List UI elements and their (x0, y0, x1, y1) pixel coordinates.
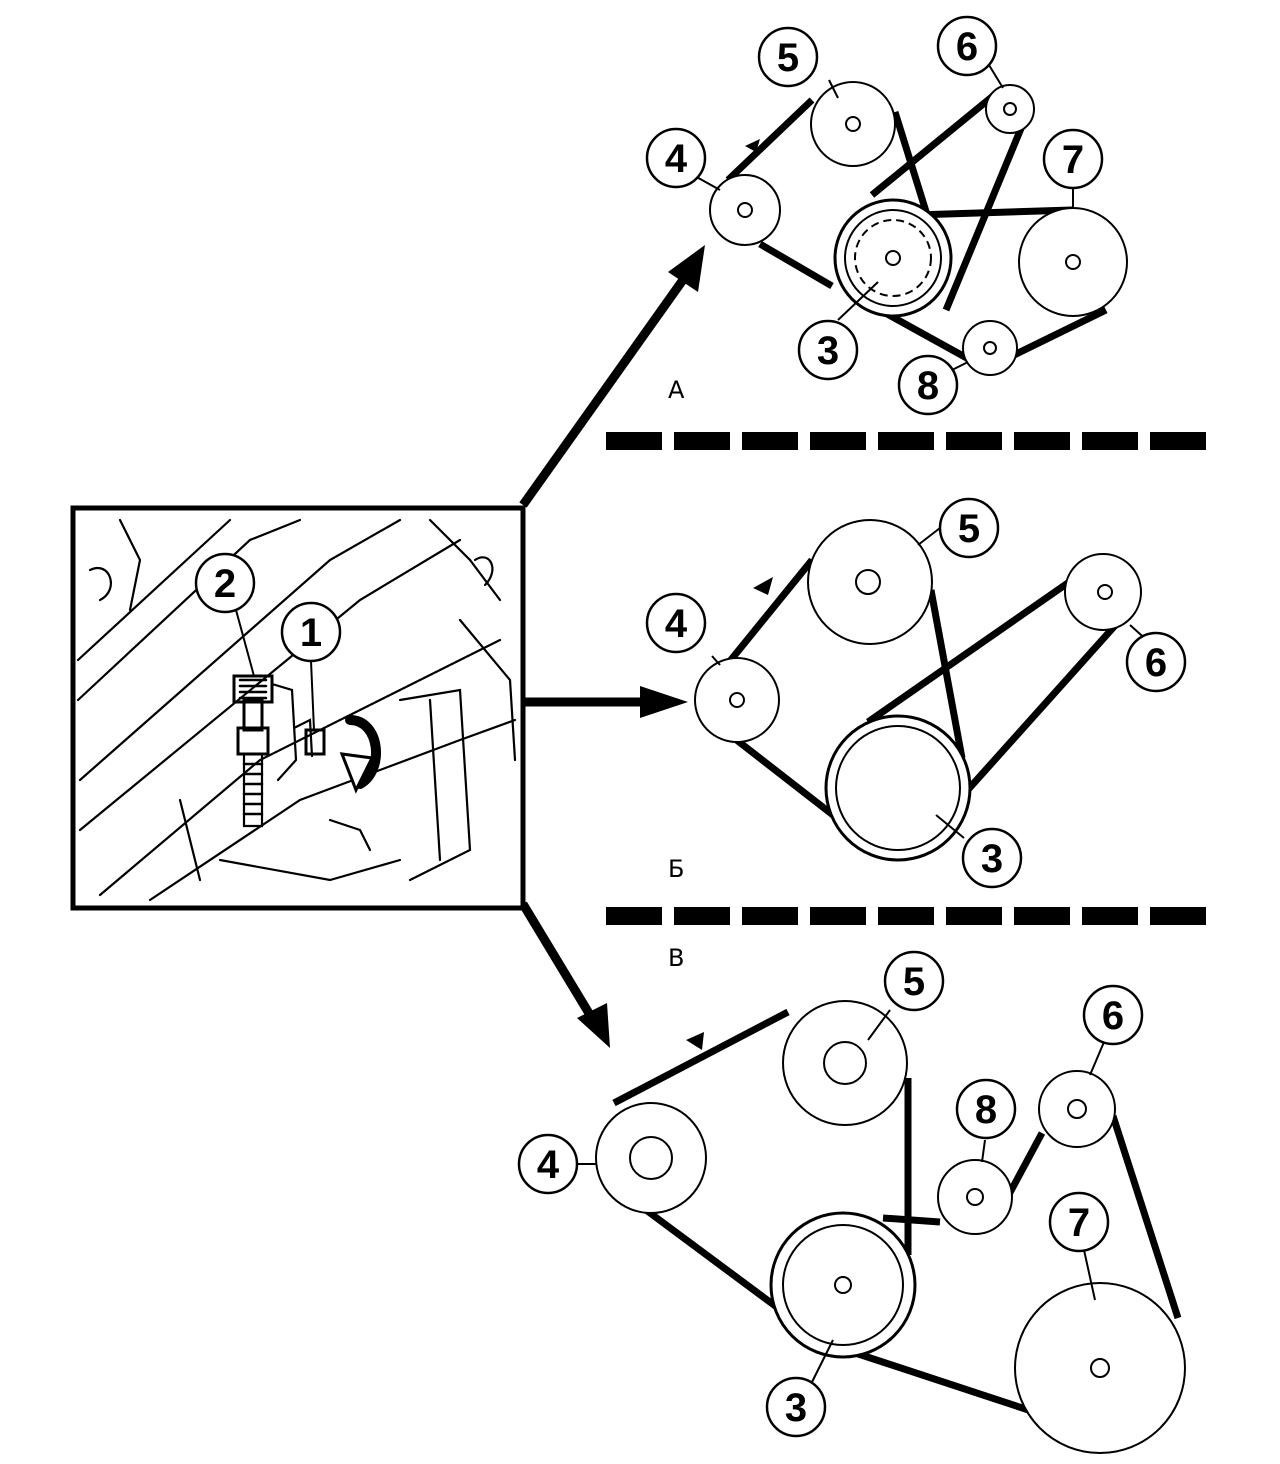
section-label-A: А (668, 376, 685, 404)
inset-frame (70, 505, 526, 911)
callout-A-4: 4 (665, 137, 688, 181)
inset-callout-2: 2 (194, 552, 256, 677)
belt-diagram-B: 5 4 6 3 (645, 497, 1187, 889)
callout-2-label: 2 (214, 562, 236, 606)
callout-B-5: 5 (958, 507, 980, 551)
callout-C-3: 3 (785, 1386, 807, 1430)
callout-A-3: 3 (817, 329, 839, 373)
arrow-to-A (519, 267, 694, 508)
callout-B-6: 6 (1145, 641, 1167, 685)
arrow-to-C (519, 901, 594, 1018)
callout-C-4: 4 (537, 1143, 560, 1187)
inset-callout-1: 1 (280, 601, 342, 731)
callout-C-6: 6 (1102, 994, 1124, 1038)
callout-A-8: 8 (917, 364, 939, 408)
callout-C-7: 7 (1068, 1201, 1090, 1245)
belt-diagram-C: 5 6 8 4 7 3 (517, 950, 1186, 1454)
callout-C-5: 5 (903, 960, 925, 1004)
belt-diagram-A: 5 6 4 7 3 8 (645, 15, 1128, 416)
callout-A-6: 6 (956, 25, 978, 69)
engine-detail-inset (70, 505, 526, 911)
callout-C-8: 8 (975, 1088, 997, 1132)
callout-B-4: 4 (665, 602, 688, 646)
engine-sketch (76, 518, 517, 902)
callout-A-5: 5 (777, 36, 799, 80)
callout-A-7: 7 (1062, 138, 1084, 182)
section-label-B: Б (668, 855, 684, 883)
pointer-arrows (519, 245, 705, 1048)
callout-B-3: 3 (981, 837, 1003, 881)
section-label-C: В (668, 944, 684, 972)
callout-1-label: 1 (300, 611, 322, 655)
